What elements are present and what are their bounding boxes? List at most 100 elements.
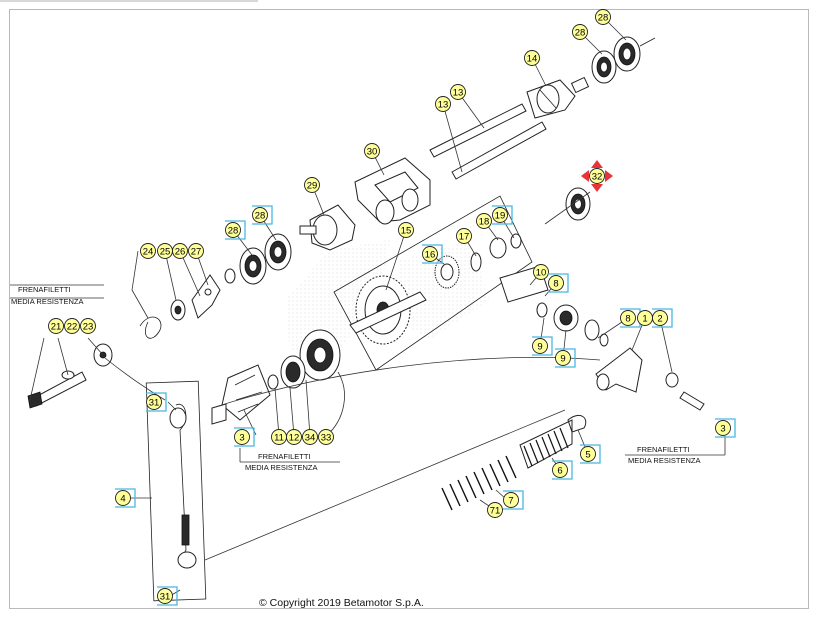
callout-28[interactable]: 28 <box>572 24 588 40</box>
callout-label: 5 <box>585 449 590 460</box>
callout-16[interactable]: 16 <box>422 244 443 264</box>
callout-label: 32 <box>592 171 603 182</box>
callout-28[interactable]: 28 <box>252 205 273 225</box>
callout-7[interactable]: 7 <box>503 490 524 510</box>
callout-29[interactable]: 29 <box>304 177 320 193</box>
note-left-line2: MEDIA RESISTENZA <box>11 297 84 306</box>
callout-31[interactable]: 31 <box>146 392 167 412</box>
callout-28[interactable]: 28 <box>225 220 246 240</box>
parts-24-27 <box>139 274 221 339</box>
callout-14[interactable]: 14 <box>524 50 540 66</box>
callout-label: 11 <box>274 432 284 443</box>
bearings-lower <box>267 329 341 390</box>
callout-9[interactable]: 9 <box>532 336 553 356</box>
callout-label: 2 <box>657 313 662 324</box>
callout-label: 29 <box>307 180 318 191</box>
gear-section-outline <box>333 195 533 371</box>
callout-label: 16 <box>425 249 436 260</box>
callout-label: 17 <box>459 231 470 242</box>
callout-label: 22 <box>67 321 78 332</box>
callout-label: 28 <box>255 210 266 221</box>
callout-label: 4 <box>120 493 125 504</box>
callout-24[interactable]: 24 <box>140 243 156 259</box>
callout-label: 23 <box>83 321 94 332</box>
callout-label: 21 <box>51 321 62 332</box>
callout-13[interactable]: 13 <box>435 96 451 112</box>
callout-71[interactable]: 71 <box>487 502 503 518</box>
callout-label: 10 <box>536 267 547 278</box>
callout-label: 7 <box>508 495 513 506</box>
callout-label: 31 <box>149 397 160 408</box>
top-scrollbar-strip <box>0 0 258 2</box>
callout-21[interactable]: 21 <box>48 318 64 334</box>
callout-label: 18 <box>479 216 490 227</box>
callout-label: 1 <box>642 313 647 324</box>
note-right: FRENAFILETTI MEDIA RESISTENZA <box>625 436 726 465</box>
note-right-line1: FRENAFILETTI <box>637 445 690 454</box>
callout-label: 28 <box>228 225 239 236</box>
clip-5 <box>567 415 587 433</box>
callout-30[interactable]: 30 <box>364 143 380 159</box>
callout-8[interactable]: 8 <box>620 308 641 328</box>
callout-label: 34 <box>305 432 316 443</box>
gear-15 <box>349 233 522 345</box>
callout-label: 13 <box>438 99 449 110</box>
callout-2[interactable]: 2 <box>652 308 673 328</box>
callout-13[interactable]: 13 <box>450 84 466 100</box>
note-center: FRENAFILETTI MEDIA RESISTENZA <box>239 448 340 472</box>
callout-18[interactable]: 18 <box>476 213 492 229</box>
callout-33[interactable]: 33 <box>318 429 334 445</box>
callout-label: 6 <box>557 465 562 476</box>
callout-31[interactable]: 31 <box>157 586 178 606</box>
rods-13 <box>429 103 547 180</box>
callout-32[interactable]: 32 <box>589 168 605 184</box>
callout-26[interactable]: 26 <box>172 243 188 259</box>
bearings-middle <box>224 233 292 285</box>
callout-8[interactable]: 8 <box>548 273 569 293</box>
callout-4[interactable]: 4 <box>115 488 136 508</box>
selection-marker <box>581 160 613 192</box>
callout-19[interactable]: 19 <box>492 205 513 225</box>
callout-28[interactable]: 28 <box>595 9 611 25</box>
callout-3[interactable]: 3 <box>234 427 255 447</box>
callout-label: 8 <box>625 313 630 324</box>
note-center-line1: FRENAFILETTI <box>258 452 311 461</box>
note-left: FRENAFILETTI MEDIA RESISTENZA <box>10 284 104 306</box>
note-left-line1: FRENAFILETTI <box>18 285 71 294</box>
callout-label: 12 <box>289 432 300 443</box>
callout-9[interactable]: 9 <box>555 348 576 368</box>
callout-5[interactable]: 5 <box>580 444 601 464</box>
callout-1[interactable]: 1 <box>637 310 653 326</box>
callout-11[interactable]: 11 <box>271 429 287 445</box>
callout-3[interactable]: 3 <box>715 418 736 438</box>
callout-label: 26 <box>175 246 186 257</box>
callout-10[interactable]: 10 <box>533 264 549 280</box>
part-14 <box>526 76 590 119</box>
callout-12[interactable]: 12 <box>286 429 302 445</box>
callout-label: 24 <box>143 246 154 257</box>
callout-label: 3 <box>720 423 725 434</box>
callout-17[interactable]: 17 <box>456 228 472 244</box>
callout-15[interactable]: 15 <box>398 222 414 238</box>
note-right-line2: MEDIA RESISTENZA <box>628 456 701 465</box>
copyright-text: © Copyright 2019 Betamotor S.p.A. <box>259 597 424 609</box>
callout-label: 71 <box>490 505 501 516</box>
callout-label: 9 <box>537 341 542 352</box>
callout-25[interactable]: 25 <box>157 243 173 259</box>
callout-label: 19 <box>495 210 506 221</box>
part-29 <box>299 204 356 251</box>
callout-27[interactable]: 27 <box>188 243 204 259</box>
rod-4 <box>145 380 207 602</box>
callout-label: 8 <box>553 278 558 289</box>
callout-label: 14 <box>527 53 538 64</box>
callout-label: 13 <box>453 87 464 98</box>
callout-6[interactable]: 6 <box>552 460 573 480</box>
callout-22[interactable]: 22 <box>64 318 80 334</box>
callout-34[interactable]: 34 <box>302 429 318 445</box>
callout-23[interactable]: 23 <box>80 318 96 334</box>
callout-label: 9 <box>560 353 565 364</box>
lever-1 <box>595 347 705 411</box>
